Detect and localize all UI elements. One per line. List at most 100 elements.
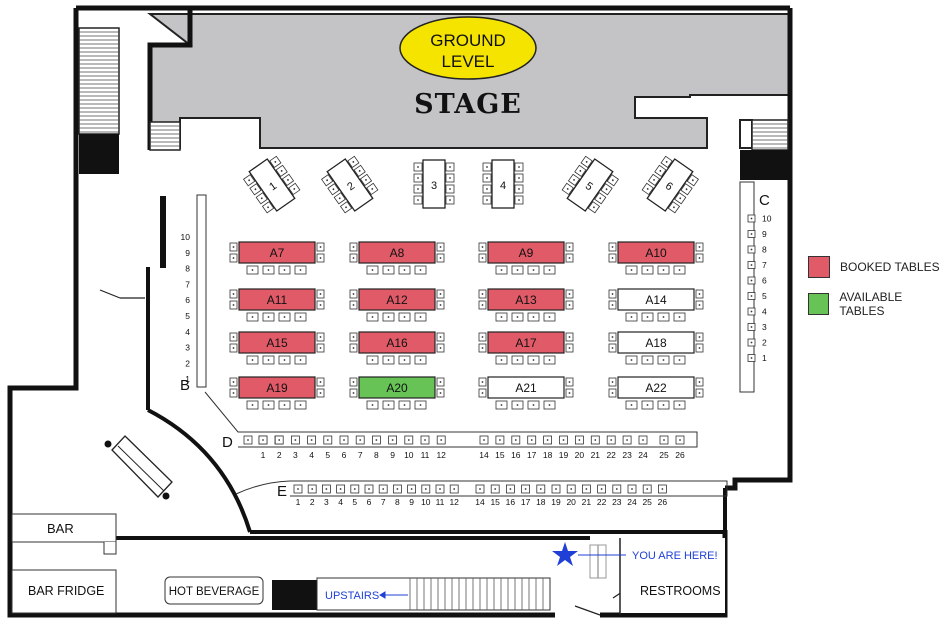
section-c-seat <box>747 245 756 254</box>
table-a8[interactable]: A8 <box>349 241 445 275</box>
stage-table-seat <box>339 201 353 214</box>
section-c-seat <box>747 323 756 331</box>
table-seat <box>527 355 540 365</box>
row-e-seat-number: 15 <box>490 497 500 507</box>
table-seat <box>436 332 445 342</box>
stage-table-1[interactable]: 1 <box>242 154 302 216</box>
table-a9[interactable]: A9 <box>478 241 574 275</box>
section-c-seat-number: 3 <box>762 322 767 332</box>
stage-table-seat <box>413 173 423 183</box>
section-c-seat <box>747 307 756 316</box>
section-b-bench <box>196 194 207 388</box>
restrooms-label: RESTROOMS <box>640 584 721 598</box>
row-e-seat <box>566 484 576 494</box>
stage-table-3[interactable]: 3 <box>413 159 455 209</box>
table-a22[interactable]: A22 <box>608 376 704 410</box>
stage-table-seat <box>674 192 687 205</box>
stage-table-2[interactable]: 2 <box>320 154 380 216</box>
row-e-seat-number: 19 <box>551 497 561 507</box>
stage-table-seat <box>482 173 492 183</box>
hot-beverage-box <box>164 576 264 605</box>
row-d-seat-number: 9 <box>390 450 395 460</box>
row-d-seat-number: 10 <box>404 450 414 460</box>
row-e-seat <box>293 484 303 494</box>
table-seat <box>657 400 670 410</box>
table-a19[interactable]: A19 <box>229 376 325 410</box>
table-seat <box>695 289 704 299</box>
stage-table-seat <box>261 201 275 214</box>
stage-table-seat <box>482 184 492 194</box>
stage-table-seat <box>281 173 295 187</box>
stage-table-seat <box>353 164 366 178</box>
table-label: A10 <box>645 246 667 260</box>
table-seat <box>316 289 325 299</box>
stage-table-seat <box>413 162 423 172</box>
table-label: A21 <box>515 381 537 395</box>
table-seat <box>695 377 704 387</box>
table-seat <box>495 265 508 275</box>
table-seat <box>294 400 307 410</box>
table-a16[interactable]: A16 <box>349 331 445 365</box>
stage-table-seat <box>366 182 379 196</box>
booked-swatch <box>808 256 830 278</box>
table-a17[interactable]: A17 <box>478 331 574 365</box>
row-d-seat <box>511 435 521 445</box>
row-e-seat <box>536 484 546 494</box>
row-d-seat-number: 1 <box>261 450 266 460</box>
row-d-seat <box>355 435 365 445</box>
stage-table-seat <box>255 192 268 205</box>
table-seat <box>278 312 291 322</box>
table-seat <box>565 289 574 299</box>
table-a10[interactable]: A10 <box>608 241 704 275</box>
stage-table-seat <box>445 184 455 194</box>
table-seat <box>565 253 574 263</box>
row-d-seat <box>420 435 430 445</box>
stage-table-5[interactable]: 5 <box>560 154 620 216</box>
table-seat <box>349 343 358 353</box>
stage-table-4[interactable]: 4 <box>482 159 524 209</box>
table-a15[interactable]: A15 <box>229 331 325 365</box>
upstairs-label[interactable]: UPSTAIRS <box>325 590 379 602</box>
row-d-seat-number: 8 <box>374 450 379 460</box>
table-seat <box>527 265 540 275</box>
table-seat <box>382 312 395 322</box>
stage-table-6[interactable]: 6 <box>640 154 700 216</box>
section-c-seat-number: 2 <box>762 338 767 348</box>
table-a18[interactable]: A18 <box>608 331 704 365</box>
row-d-seat-number: 26 <box>675 450 685 460</box>
table-a13[interactable]: A13 <box>478 288 574 322</box>
table-seat <box>511 355 524 365</box>
row-d-seat <box>638 435 648 445</box>
table-seat <box>543 312 556 322</box>
table-a21[interactable]: A21 <box>478 376 574 410</box>
section-b-label: B <box>180 377 190 394</box>
table-seat <box>349 253 358 263</box>
stage-table-seat <box>327 183 340 196</box>
table-a11[interactable]: A11 <box>229 288 325 322</box>
table-seat <box>608 332 617 342</box>
row-d-seat <box>659 435 669 445</box>
stage-table-seat <box>647 173 661 187</box>
table-seat <box>641 400 654 410</box>
table-a12[interactable]: A12 <box>349 288 445 322</box>
upstairs-arrow <box>379 591 408 599</box>
table-a14[interactable]: A14 <box>608 288 704 322</box>
table-label: A19 <box>266 381 288 395</box>
table-seat <box>673 355 686 365</box>
hot-beverage-label: HOT BEVERAGE <box>169 586 260 598</box>
available-swatch <box>808 293 830 315</box>
section-b-seat-number: 6 <box>185 295 190 305</box>
table-seat <box>478 388 487 398</box>
table-a7[interactable]: A7 <box>229 241 325 275</box>
stage-table-seat <box>514 173 524 183</box>
table-a20[interactable]: A20 <box>349 376 445 410</box>
table-seat <box>625 265 638 275</box>
table-seat <box>349 388 358 398</box>
section-c-seat <box>747 261 756 269</box>
row-d-seat <box>590 435 600 445</box>
table-seat <box>262 400 275 410</box>
row-d-seat-number: 21 <box>591 450 601 460</box>
table-seat <box>608 289 617 299</box>
